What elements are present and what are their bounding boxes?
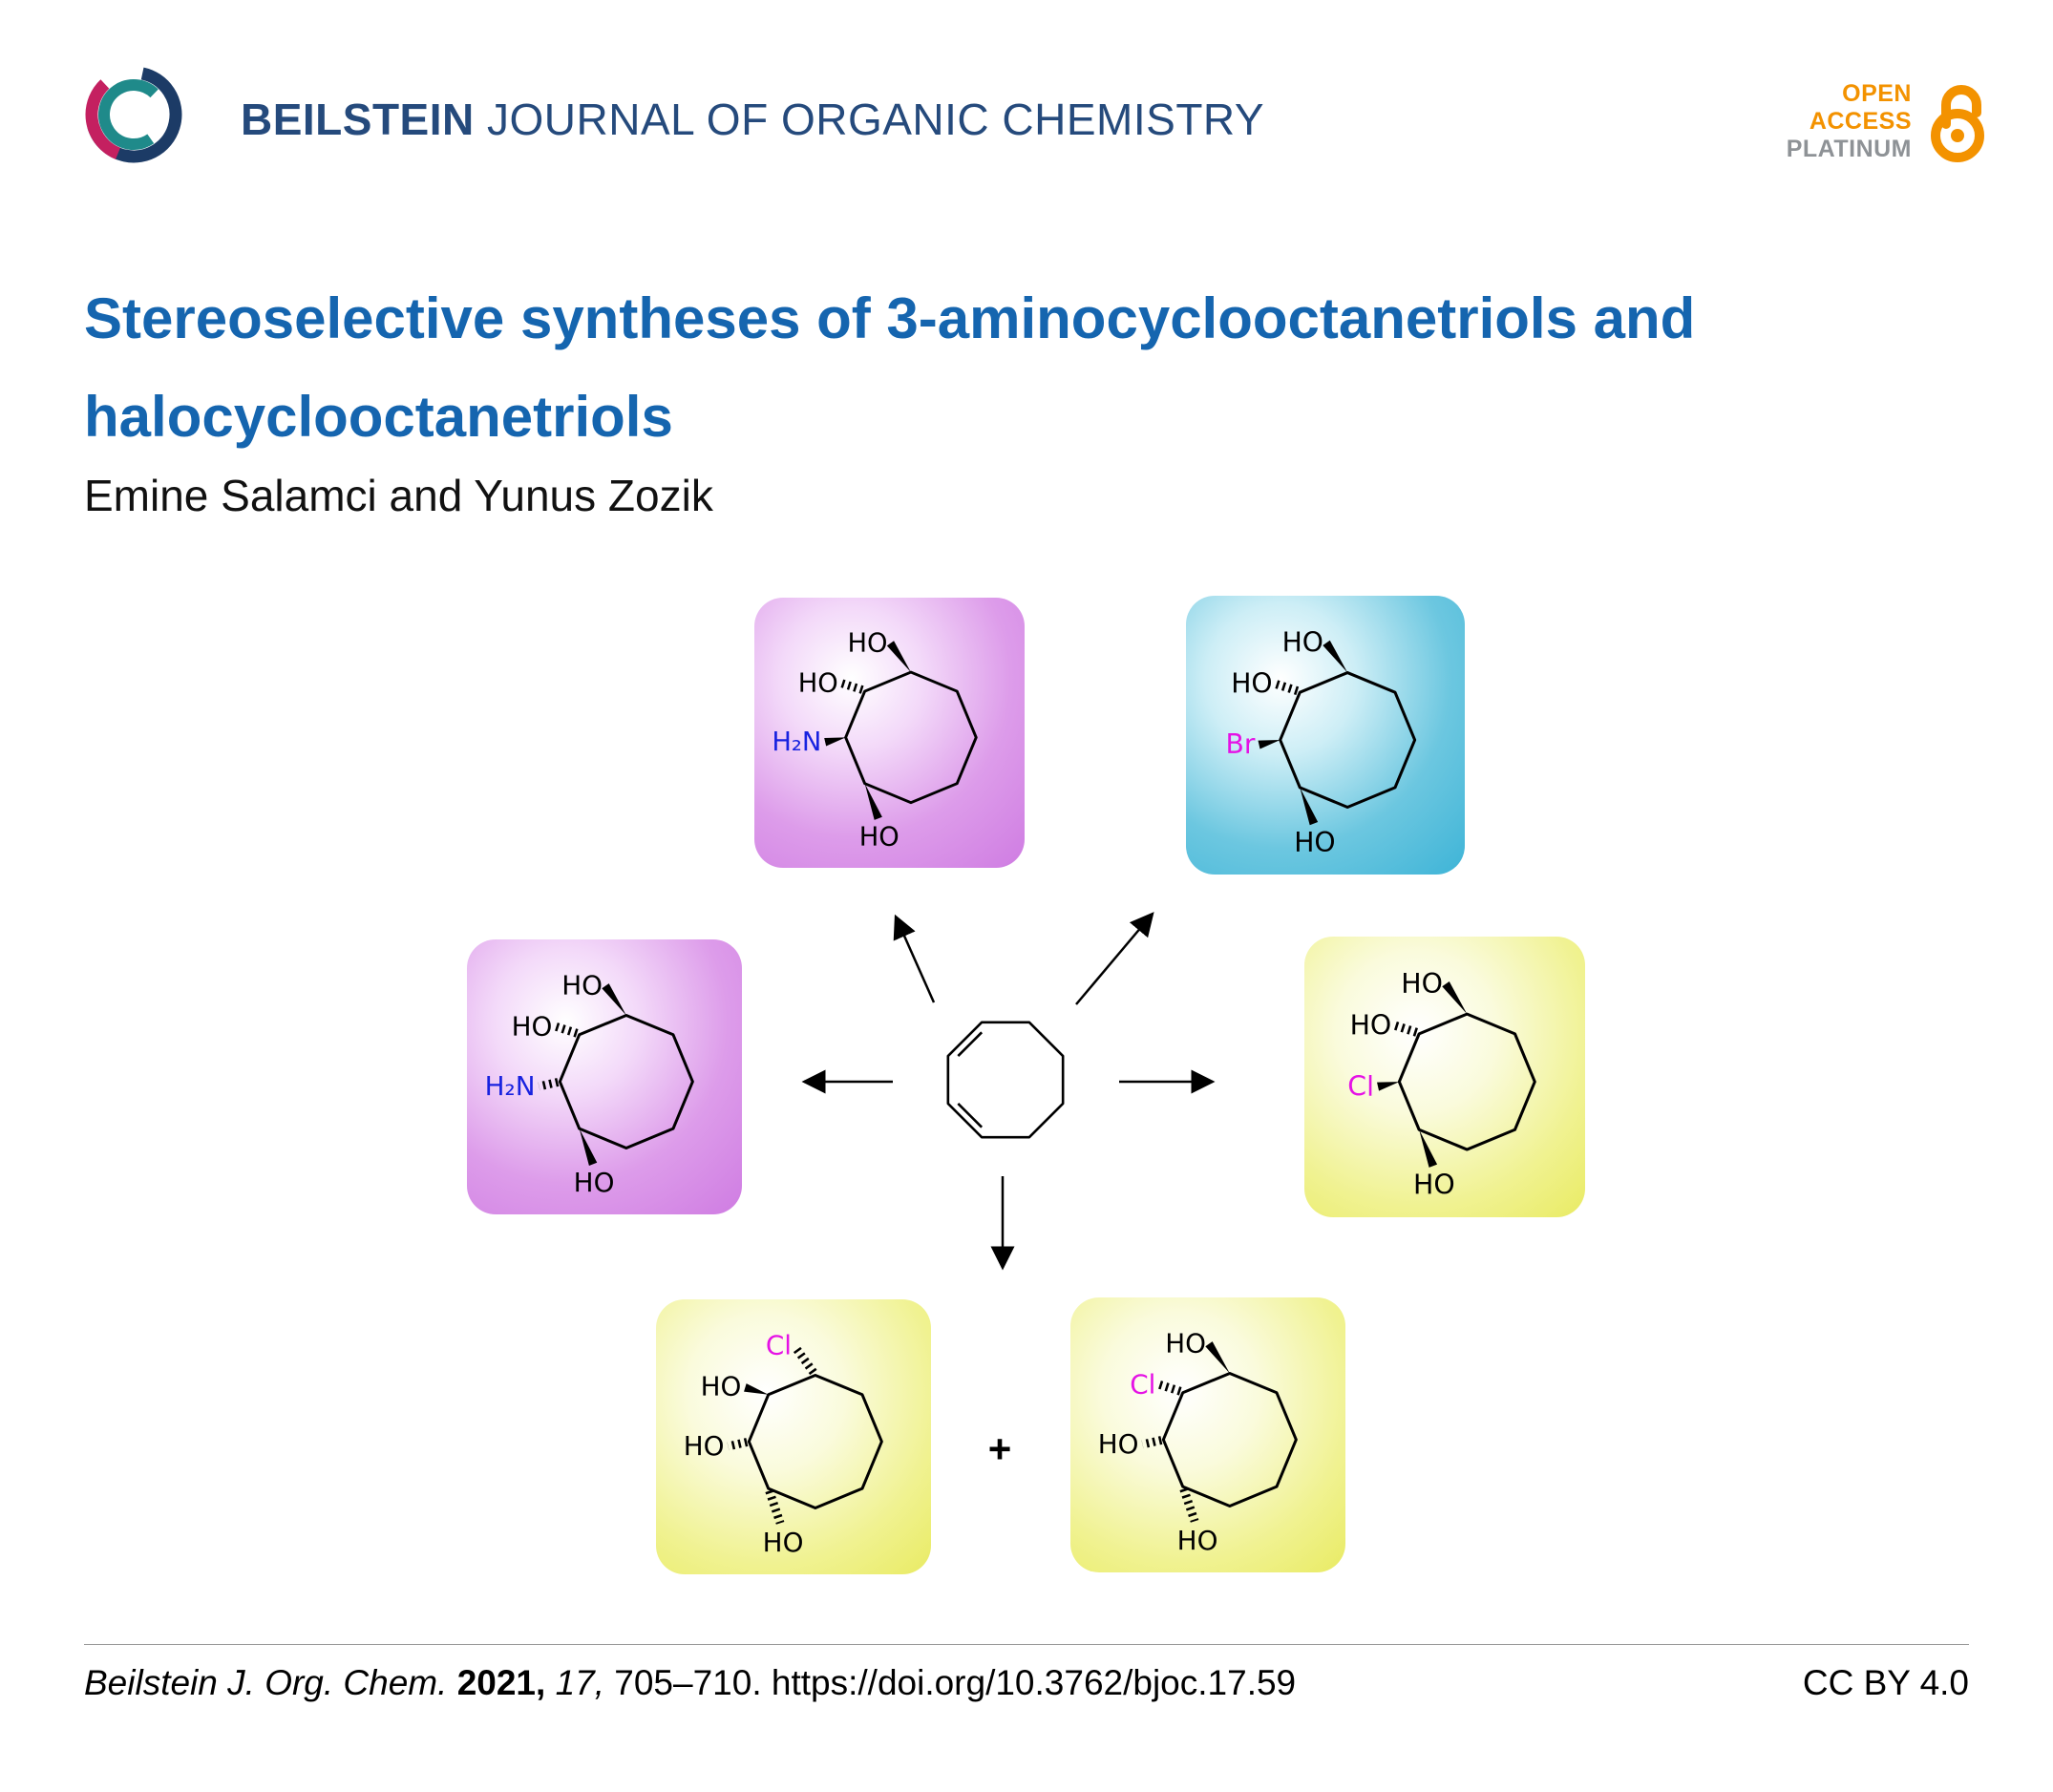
product-box-chloro-2: Cl HO HO HO	[656, 1299, 931, 1574]
atom-label-oh-upper-left: HO	[798, 669, 838, 699]
atom-label-oh-bottom: HO	[859, 823, 900, 853]
structure-chlorocyclooctanetriol-1: HO HO Cl HO	[1347, 968, 1536, 1201]
citation: Beilstein J. Org. Chem. 2021, 17, 705–71…	[84, 1663, 1296, 1703]
atom-label-oh-bottom: HO	[1177, 1525, 1218, 1556]
product-box-amino-2: HO HO H₂N HO	[467, 939, 742, 1214]
double-bond-upper	[957, 1031, 984, 1058]
atom-label-chlorine: Cl	[1130, 1368, 1155, 1400]
title-line-2: halocyclooctanetriols	[84, 385, 673, 450]
atom-label-oh-upper-left: HO	[512, 1010, 553, 1042]
open-lock-icon	[1931, 85, 1984, 163]
structure-chlorocyclooctanetriol-2: Cl HO HO HO	[684, 1330, 883, 1558]
atom-label-amine: H₂N	[772, 727, 821, 757]
product-box-amino-1: HO HO H₂N HO	[754, 598, 1025, 868]
citation-year: 2021,	[456, 1663, 546, 1702]
atom-label-oh-bottom: HO	[574, 1167, 615, 1198]
open-access-text: OPEN ACCESS PLATINUM	[1787, 80, 1912, 162]
atom-label-oh-bottom: HO	[1413, 1170, 1455, 1201]
citation-journal: Beilstein J. Org. Chem.	[84, 1663, 448, 1702]
open-access-line3: PLATINUM	[1786, 135, 1912, 162]
atom-label-chlorine: Cl	[1347, 1070, 1374, 1102]
open-access-badge: OPEN ACCESS PLATINUM	[1787, 80, 2000, 163]
plus-sign: +	[987, 1426, 1012, 1471]
atom-label-oh-top: HO	[1282, 626, 1323, 658]
title-line-1: Stereoselective syntheses of 3-aminocycl…	[84, 286, 1696, 350]
license-label: CC BY 4.0	[1802, 1663, 1969, 1702]
footer-divider	[84, 1644, 1969, 1645]
atom-label-oh-bottom: HO	[763, 1527, 804, 1558]
structure-aminocyclooctanetriol-1: HO HO H₂N HO	[772, 629, 978, 853]
atom-label-oh-left: HO	[684, 1430, 725, 1462]
open-access-line2: ACCESS	[1809, 107, 1912, 135]
structure-chlorocyclooctanetriol-3: HO Cl HO HO	[1098, 1328, 1298, 1556]
atom-label-chlorine: Cl	[766, 1330, 792, 1361]
journal-name: BEILSTEIN JOURNAL OF ORGANIC CHEMISTRY	[241, 94, 1264, 145]
product-box-chloro-1: HO HO Cl HO	[1304, 937, 1585, 1217]
product-box-bromo: HO HO Br HO	[1186, 596, 1465, 875]
authors: Emine Salamci and Yunus Zozik	[84, 471, 713, 520]
atom-label-oh-upper-left: HO	[1231, 668, 1272, 700]
double-bond-lower	[957, 1102, 984, 1128]
citation-doi: https://doi.org/10.3762/bjoc.17.59	[771, 1663, 1297, 1702]
atom-label-oh-bottom: HO	[1294, 827, 1335, 858]
atom-label-bromine: Br	[1226, 728, 1256, 760]
journal-name-rest: JOURNAL OF ORGANIC CHEMISTRY	[487, 95, 1264, 144]
atom-label-oh-left: HO	[1098, 1428, 1139, 1460]
atom-label-oh-upper-left: HO	[1350, 1009, 1392, 1041]
beilstein-logo-icon	[85, 66, 182, 163]
atom-label-oh-top: HO	[1401, 968, 1443, 1000]
citation-volume: 17,	[555, 1663, 604, 1702]
open-access-line1: OPEN	[1842, 80, 1912, 107]
atom-label-oh-upper-left: HO	[701, 1370, 742, 1402]
citation-pages: 705–710.	[614, 1663, 762, 1702]
page-title: Stereoselective syntheses of 3-aminocycl…	[84, 269, 1946, 466]
journal-name-bold: BEILSTEIN	[241, 95, 475, 144]
atom-label-amine: H₂N	[485, 1070, 536, 1102]
structure-aminocyclooctanetriol-2: HO HO H₂N HO	[485, 970, 694, 1198]
structure-bromocyclooctanetriol: HO HO Br HO	[1226, 626, 1417, 858]
atom-label-oh-top: HO	[848, 629, 888, 659]
product-box-chloro-3: HO Cl HO HO	[1070, 1297, 1345, 1572]
atom-label-oh-top: HO	[561, 970, 603, 1001]
atom-label-oh-top: HO	[1165, 1328, 1206, 1360]
structure-cyclooctadiene	[946, 1021, 1065, 1139]
